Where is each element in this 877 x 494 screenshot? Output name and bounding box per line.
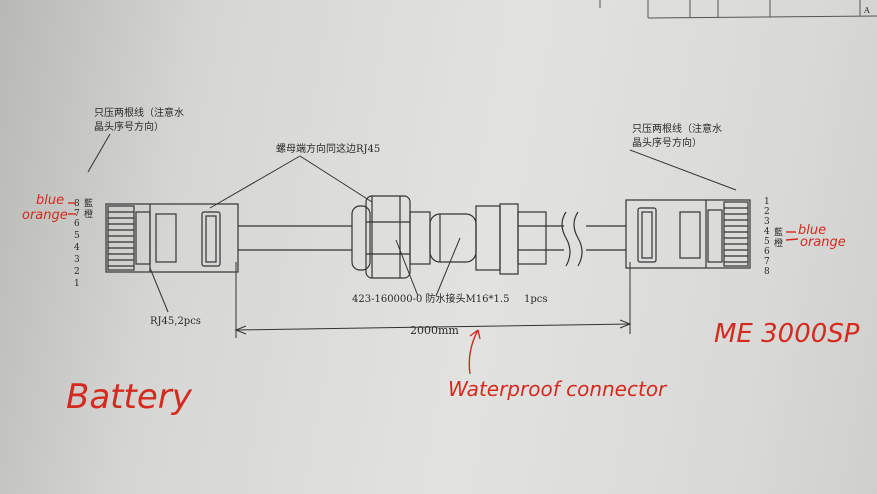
right-orange-annotation: orange xyxy=(800,235,846,250)
right-pin-3: 3 xyxy=(764,217,770,227)
left-pin8-color-cn: 藍 xyxy=(84,197,93,209)
right-pin-8: 8 xyxy=(764,267,770,277)
right-pin-6: 6 xyxy=(764,247,770,257)
left-pin-numbers: 8 7 6 5 4 3 2 1 xyxy=(74,199,80,289)
left-pin7-color-cn: 橙 xyxy=(84,208,93,220)
right-pin-1: 1 xyxy=(764,197,770,207)
title-block xyxy=(599,0,877,19)
title-block-letter: A xyxy=(863,6,870,15)
dimension-label: 2000mm xyxy=(410,324,459,337)
inverter-model-annotation: ME 3000SP xyxy=(714,319,860,349)
right-pin-numbers: 1 2 3 4 5 6 7 8 xyxy=(764,197,770,277)
right-pin5-color-cn: 橙 xyxy=(774,237,783,249)
cable xyxy=(238,211,626,267)
part-number-label: 423-160000-0 防水接头M16*1.5 xyxy=(352,292,509,305)
right-note-line1: 只压两根线（注意水 xyxy=(632,122,722,135)
left-orange-annotation: orange xyxy=(22,208,68,223)
leader-lines xyxy=(87,133,737,313)
right-pin-2: 2 xyxy=(764,207,770,217)
left-pin-4: 4 xyxy=(74,243,80,253)
right-note-line2: 晶头序号方向） xyxy=(632,136,702,149)
left-pin-7: 7 xyxy=(74,209,80,219)
left-pin-6: 6 xyxy=(74,219,80,229)
dimension-line xyxy=(234,262,632,338)
left-pin-3: 3 xyxy=(74,255,80,265)
left-rj45-plug xyxy=(105,203,239,273)
left-note-line2: 晶头序号方向） xyxy=(94,120,164,133)
left-pin-8: 8 xyxy=(74,199,80,209)
left-rj45-label: RJ45,2pcs xyxy=(150,316,201,327)
right-pin4-color-cn: 藍 xyxy=(774,226,783,238)
waterproof-connector-part xyxy=(351,195,547,279)
right-pin-5: 5 xyxy=(764,237,770,247)
right-blue-annotation: blue xyxy=(798,223,826,238)
left-note-line1: 只压两根线（注意水 xyxy=(94,106,184,119)
red-pen-marks xyxy=(68,202,799,375)
right-pin-4: 4 xyxy=(764,227,770,237)
waterproof-connector-annotation: Waterproof connector xyxy=(448,377,668,401)
battery-annotation: Battery xyxy=(66,377,193,417)
nut-direction-note: 螺母端方向同这边RJ45 xyxy=(276,142,380,155)
left-pin-2: 2 xyxy=(74,267,80,277)
right-pin-7: 7 xyxy=(764,257,770,267)
left-blue-annotation: blue xyxy=(36,193,64,208)
right-rj45-plug xyxy=(625,199,751,269)
left-pin-1: 1 xyxy=(74,279,80,289)
left-pin-5: 5 xyxy=(74,231,80,241)
part-qty-label: 1pcs xyxy=(524,294,548,305)
